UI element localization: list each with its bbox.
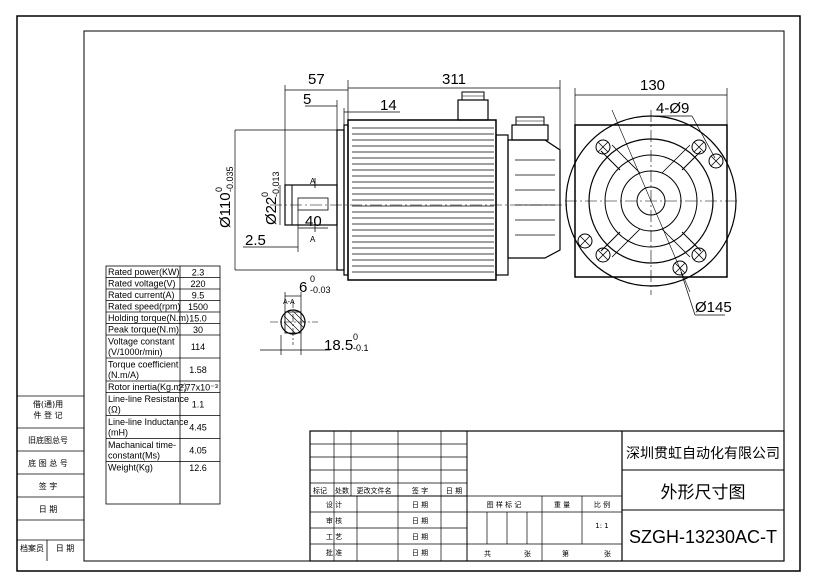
spec-label: Rated current(A) bbox=[108, 290, 175, 300]
spec-value: 4.45 bbox=[189, 423, 207, 433]
date-label-3: 日 期 bbox=[412, 533, 428, 541]
spec-label-line2: constant(Ms) bbox=[108, 451, 160, 461]
header-date: 日 期 bbox=[446, 487, 462, 495]
date-label-2: 日 期 bbox=[412, 517, 428, 525]
dim-d22-tol-lower: -0.013 bbox=[271, 171, 281, 197]
dim-2-5: 2.5 bbox=[245, 232, 266, 249]
row-review: 审 核 bbox=[326, 516, 342, 525]
spec-table bbox=[105, 265, 221, 505]
row-approve: 批 准 bbox=[326, 548, 342, 557]
spec-label: Rated speed(rpm) bbox=[108, 302, 181, 312]
spec-label-line2: (Ω) bbox=[108, 405, 121, 415]
stage-label: 图 样 标 记 bbox=[487, 500, 522, 509]
dim-6-tol-lower: -0.03 bbox=[310, 285, 331, 295]
section-label-bottom: A bbox=[310, 235, 316, 244]
side-label-base-drawing: 底 图 总 号 bbox=[28, 458, 68, 468]
side-label-date: 日 期 bbox=[39, 505, 58, 514]
outer-border bbox=[16, 15, 801, 572]
spec-value: 15.0 bbox=[189, 313, 207, 323]
spec-value: 114 bbox=[191, 342, 205, 352]
side-label-old-drawing: 旧底图总号 bbox=[28, 435, 68, 445]
spec-label-line2: (V/1000r/min) bbox=[108, 347, 163, 357]
dim-18-5-tol-upper: 0 bbox=[353, 332, 358, 342]
weight-label: 重 量 bbox=[554, 501, 570, 509]
side-label-archivist: 档案员 bbox=[20, 543, 44, 553]
dim-18-5: 18.5 bbox=[324, 337, 353, 354]
spec-label: Voltage constant bbox=[108, 337, 175, 347]
spec-value: 12.6 bbox=[189, 463, 207, 473]
header-mark: 标记 bbox=[313, 486, 327, 495]
side-label-archive-date: 日 期 bbox=[56, 544, 75, 553]
spec-label-line2: (N.m/A) bbox=[108, 370, 139, 380]
sheet-label: 第 bbox=[562, 549, 569, 558]
dim-130: 130 bbox=[640, 77, 665, 94]
dim-40: 40 bbox=[305, 213, 322, 230]
drawing-name: 外形尺寸图 bbox=[661, 483, 746, 503]
title-block bbox=[309, 430, 785, 562]
dim-d110-tol-upper: 0 bbox=[214, 187, 224, 192]
spec-label: Peak torque(N.m) bbox=[108, 325, 179, 335]
spec-label: Line-line Resistance bbox=[108, 394, 189, 404]
title-block-text: 标记 处数 更改文件名 签 字 日 期 设 计 审 核 工 艺 批 准 日 期 … bbox=[313, 446, 780, 558]
spec-label: Weight(Kg) bbox=[108, 463, 153, 473]
dim-d145: Ø145 bbox=[695, 299, 732, 316]
side-view-dimensions bbox=[234, 80, 561, 271]
spec-value: 220 bbox=[190, 279, 205, 289]
section-a-a-view bbox=[260, 292, 330, 355]
spec-value: 2.77x10⁻³ bbox=[178, 382, 218, 392]
dim-d22-tol-upper: 0 bbox=[260, 192, 270, 197]
spec-value: 1.1 bbox=[192, 400, 205, 410]
spec-value: 9.5 bbox=[192, 290, 205, 300]
spec-label-line2: (mH) bbox=[108, 428, 128, 438]
model-number: SZGH-13230AC-T bbox=[629, 527, 777, 547]
spec-value: 30 bbox=[193, 325, 203, 335]
spec-value: 4.05 bbox=[189, 446, 207, 456]
header-change-file: 更改文件名 bbox=[357, 486, 392, 495]
section-label-aa: A-A bbox=[283, 299, 295, 306]
dim-57: 57 bbox=[308, 71, 325, 88]
side-label-sign: 签 字 bbox=[39, 481, 58, 491]
company-name: 深圳贯虹自动化有限公司 bbox=[626, 446, 780, 462]
side-registration-table: 借(通)用 件 登 记 旧底图总号 底 图 总 号 签 字 日 期 档案员 日 … bbox=[17, 395, 84, 561]
side-label-borrow: 借(通)用 bbox=[33, 399, 63, 409]
date-label-1: 日 期 bbox=[412, 501, 428, 509]
header-count: 处数 bbox=[335, 486, 349, 495]
spec-value: 2.3 bbox=[192, 267, 205, 277]
scale-label: 比 例 bbox=[594, 500, 610, 509]
side-label-register: 件 登 记 bbox=[33, 410, 62, 420]
dim-18-5-tol-lower: -0.1 bbox=[353, 343, 369, 353]
dim-14: 14 bbox=[380, 97, 397, 114]
row-design: 设 计 bbox=[326, 500, 342, 509]
sheet-unit: 张 bbox=[604, 549, 611, 558]
motor-front-view bbox=[565, 88, 740, 316]
spec-label: Rotor inertia(Kg.m²) bbox=[108, 382, 187, 392]
dim-d110: Ø110 bbox=[217, 192, 234, 228]
header-sign: 签 字 bbox=[412, 486, 428, 495]
total-unit: 张 bbox=[524, 549, 531, 558]
dim-6-tol-upper: 0 bbox=[310, 274, 315, 284]
row-process: 工 艺 bbox=[326, 533, 342, 541]
dim-4-holes-9: 4-Ø9 bbox=[656, 100, 689, 117]
date-label-4: 日 期 bbox=[412, 549, 428, 557]
section-label-top: A bbox=[310, 177, 316, 186]
dim-5: 5 bbox=[303, 91, 311, 108]
spec-value: 1.58 bbox=[189, 365, 207, 375]
scale-value: 1: 1 bbox=[595, 522, 609, 530]
spec-label: Rated voltage(V) bbox=[108, 279, 176, 289]
spec-label: Machanical time- bbox=[108, 440, 176, 450]
spec-value: 1500 bbox=[188, 302, 208, 312]
dim-d110-tol-lower: -0.035 bbox=[225, 166, 235, 192]
spec-label: Rated power(KW) bbox=[108, 267, 180, 277]
spec-label: Holding torque(N.m) bbox=[108, 313, 189, 323]
spec-label: Torque coefficient bbox=[108, 360, 179, 370]
spec-label: Line-line Inductance bbox=[108, 417, 189, 427]
motor-side-view bbox=[270, 91, 570, 281]
dim-311: 311 bbox=[442, 71, 466, 88]
total-label: 共 bbox=[484, 549, 491, 558]
dim-6: 6 bbox=[299, 279, 307, 296]
dim-d22: Ø22 bbox=[263, 197, 280, 225]
